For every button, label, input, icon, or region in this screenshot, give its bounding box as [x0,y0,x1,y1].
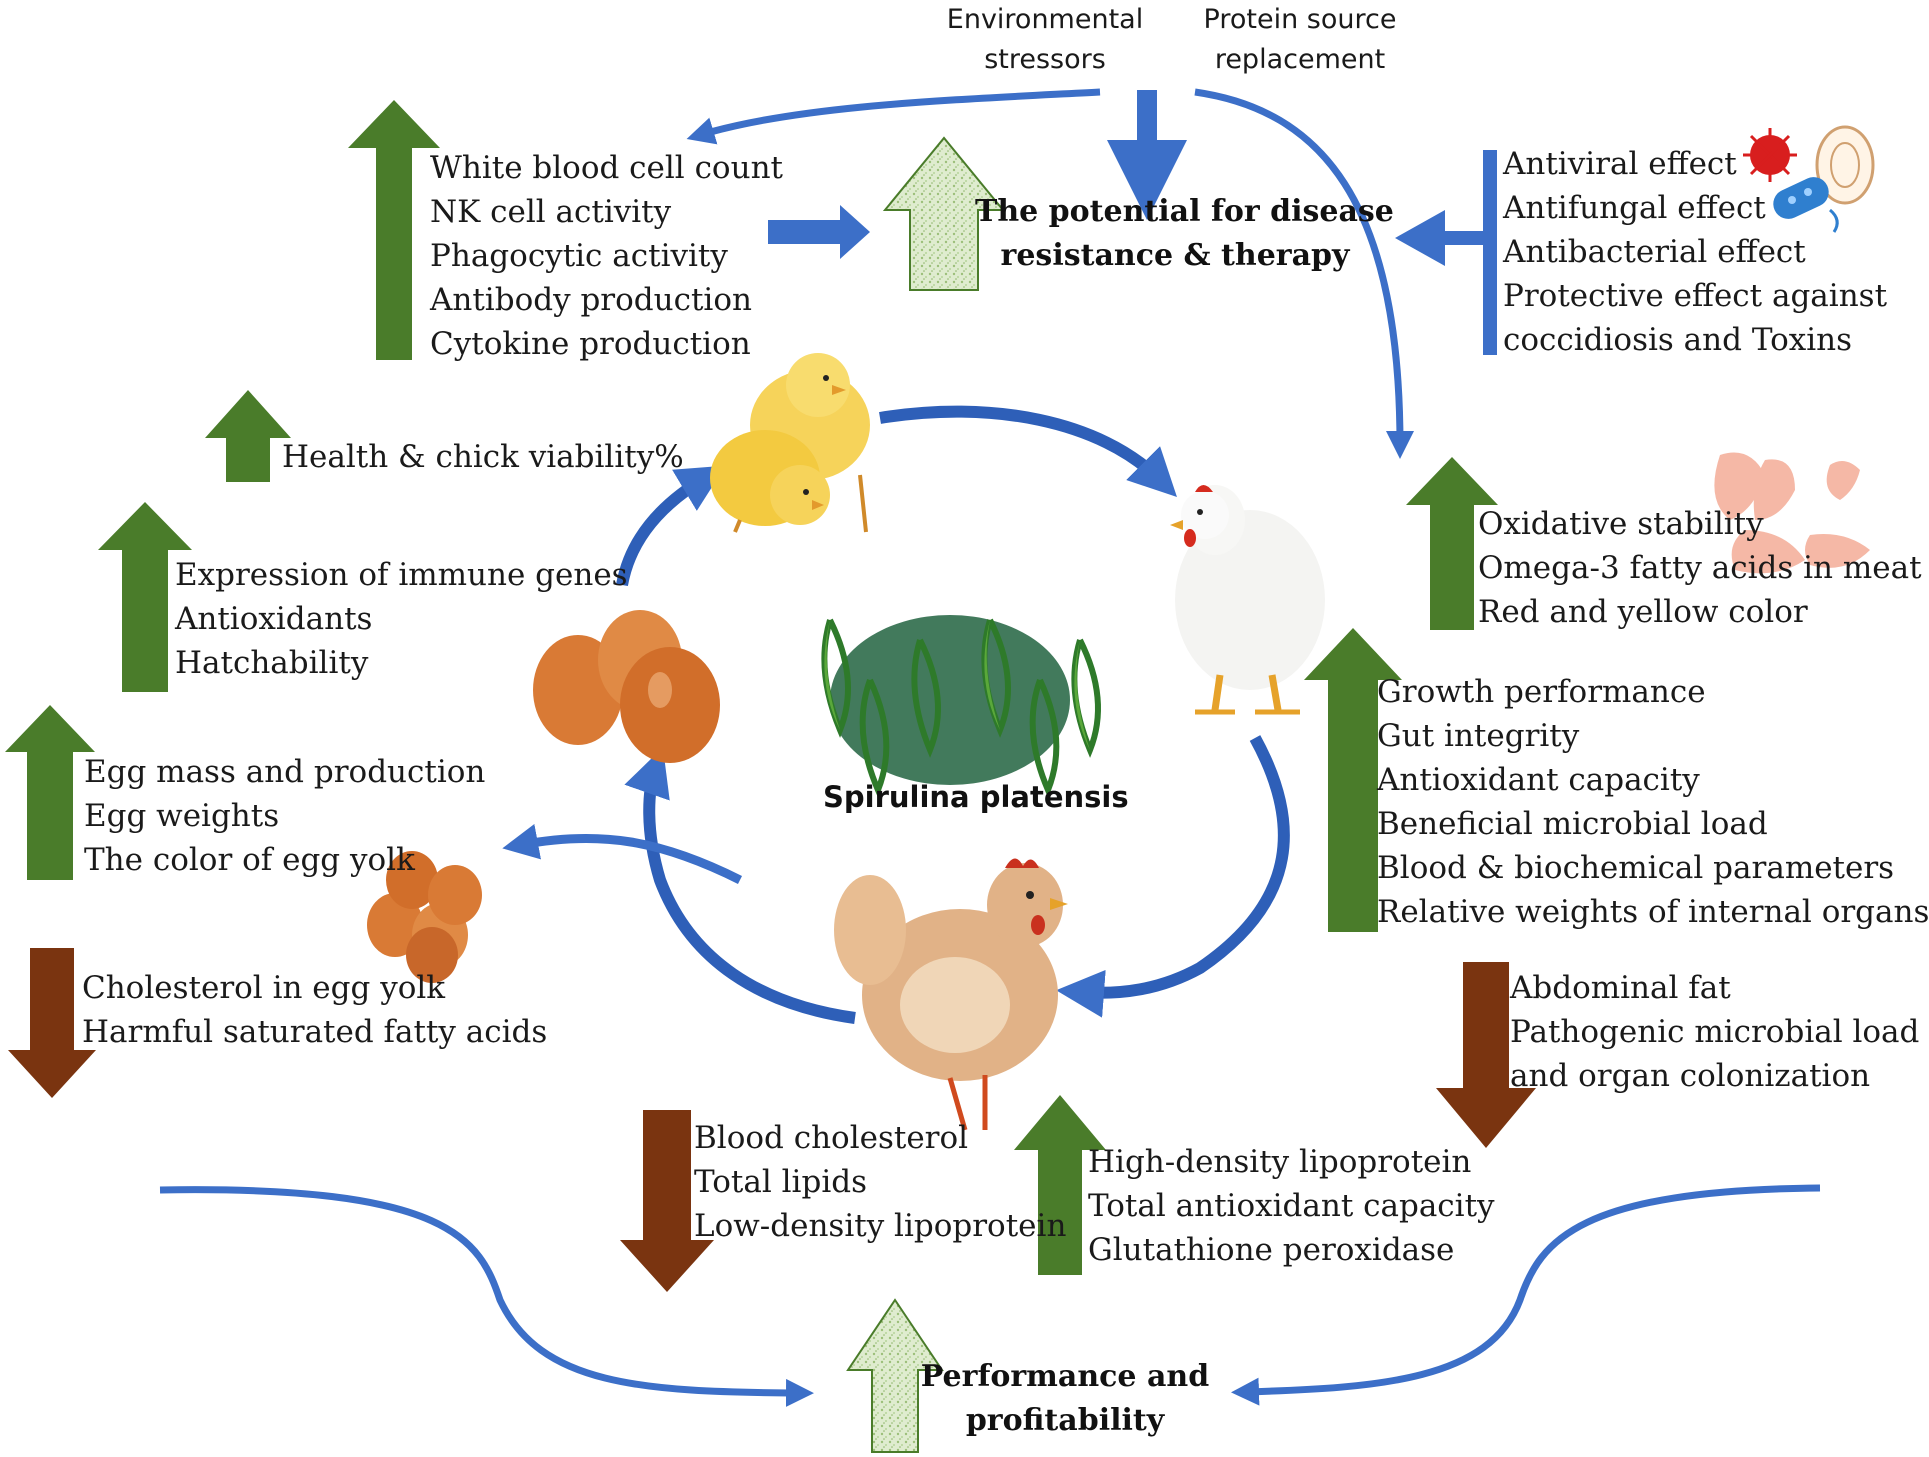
chick-health-list: Health & chick viability% [282,435,684,479]
meat-up-arrow [1406,457,1498,630]
immune-item: Cytokine production [430,326,751,362]
antimicrobial-bracket [1440,150,1497,355]
small-eggs-image [367,851,482,983]
blood-up-item: High-density lipoprotein [1088,1144,1472,1180]
broiler-down-item: and organ colonization [1510,1058,1871,1094]
broiler-chicken-image [1170,485,1325,715]
egg-up-item: The color of egg yolk [84,842,415,878]
chick-health-item: Health & chick viability% [282,439,684,475]
disease-pale-arrow [882,136,1006,291]
blood-up-arrow [1014,1095,1106,1275]
blood-up-list: High-density lipoprotein Total antioxida… [1088,1140,1495,1272]
chick-up-arrow [205,390,291,482]
broiler-down-arrow [1436,962,1536,1148]
immune-to-disease-arrow [768,205,870,259]
immune-up-arrow [348,100,440,360]
antimicrobial-item: Antifungal effect [1503,190,1766,226]
immune-item: White blood cell count [430,150,783,186]
hatch-list: Expression of immune genes Antioxidants … [175,553,628,685]
egg-up-item: Egg mass and production [84,754,486,790]
meat-quality-list: Oxidative stability Omega-3 fatty acids … [1478,502,1922,634]
diagram-graphics [5,88,1875,1453]
antimicrobial-item: Antibacterial effect [1503,234,1806,270]
hen-image [834,858,1068,1131]
immune-item: Phagocytic activity [430,238,728,274]
blood-down-list: Blood cholesterol Total lipids Low-densi… [694,1116,1066,1248]
bottom-right-curve [1231,1184,1821,1406]
disease-resistance-title: The potential for disease resistance & t… [975,194,1394,273]
broiler-down-item: Abdominal fat [1510,970,1731,1006]
hatch-up-arrow [98,502,192,692]
spirulina-label: Spirulina platensis [823,780,1129,814]
virus-icon [1743,128,1797,182]
protein-source-label: Protein source replacement [1203,4,1397,75]
broiler-up-item: Gut integrity [1377,718,1580,754]
antimicrobial-item: coccidiosis and Toxins [1503,322,1853,358]
immune-list: White blood cell count NK cell activity … [430,146,783,366]
egg-up-list: Egg mass and production Egg weights The … [84,750,485,882]
broiler-up-item: Antioxidant capacity [1377,762,1700,798]
chicks-image [710,353,870,533]
egg-up-item: Egg weights [84,798,280,834]
cycle-arrow-broiler-to-hen [1056,735,1290,1018]
egg-up-arrow [5,705,95,880]
meat-quality-item: Red and yellow color [1478,594,1808,630]
broiler-up-item: Relative weights of internal organs [1377,894,1929,930]
egg-down-list: Cholesterol in egg yolk Harmful saturate… [82,966,547,1054]
meat-quality-item: Oxidative stability [1478,506,1764,542]
egg-down-item: Harmful saturated fatty acids [82,1014,548,1050]
eggs-image [533,610,720,763]
cycle-arrow-chick-to-broiler [879,405,1177,497]
bacteria-icon [1773,177,1839,233]
env-stressors-label: Environmental stressors [946,4,1144,75]
cycle-arrow-hen-to-egg [624,747,856,1024]
cycle-arrow-egg-to-chick [616,465,726,587]
hatch-item: Expression of immune genes [175,557,628,593]
broiler-down-list: Abdominal fat Pathogenic microbial load … [1510,966,1919,1098]
flow-arrow-to-immune [686,88,1101,145]
immune-item: NK cell activity [430,194,672,230]
diagram: Environmental stressors Protein source r… [5,4,1929,1453]
spirulina-image [821,615,1101,798]
antimicrobial-list: Antiviral effect Antifungal effect Antib… [1503,142,1887,362]
blood-up-item: Total antioxidant capacity [1088,1188,1495,1224]
hatch-item: Antioxidants [175,601,373,637]
egg-down-item: Cholesterol in egg yolk [82,970,446,1006]
antimicrobial-item: Protective effect against [1503,278,1888,314]
blood-down-item: Total lipids [694,1164,867,1200]
immune-item: Antibody production [430,282,752,318]
performance-pale-arrow [846,1298,944,1453]
blood-down-item: Blood cholesterol [694,1120,969,1156]
antimicrobial-to-disease-arrow [1395,210,1445,266]
meat-icons-image [1714,452,1870,574]
broiler-up-item: Blood & biochemical parameters [1377,850,1895,886]
hatch-item: Hatchability [175,645,369,681]
performance-title: Performance and profitability [920,1359,1210,1438]
blood-down-item: Low-density lipoprotein [694,1208,1067,1244]
antimicrobial-item: Antiviral effect [1503,146,1737,182]
fungus-icon [1815,125,1875,205]
broiler-up-item: Beneficial microbial load [1377,806,1768,842]
cycle-arrow-to-eggs-left [502,823,743,885]
blood-up-item: Glutathione peroxidase [1088,1232,1455,1268]
broiler-down-item: Pathogenic microbial load [1510,1014,1920,1050]
egg-down-arrow [8,948,96,1098]
meat-quality-item: Omega-3 fatty acids in meat [1478,550,1922,586]
broiler-up-item: Growth performance [1377,674,1706,710]
broiler-up-list: Growth performance Gut integrity Antioxi… [1377,670,1929,934]
bottom-left-curve [159,1186,814,1407]
blood-down-arrow [620,1110,714,1292]
broiler-up-arrow [1304,628,1402,932]
flow-arrow-to-meat [1194,88,1414,459]
